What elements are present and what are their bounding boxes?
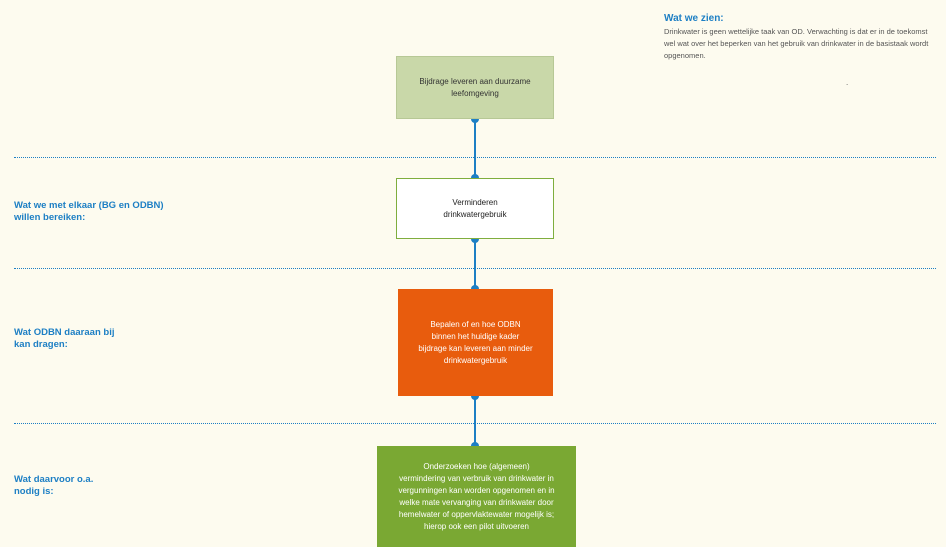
- note-body: Drinkwater is geen wettelijke taak van O…: [664, 27, 929, 60]
- box-reduce-drinking-water: Verminderen drinkwatergebruik: [396, 178, 554, 239]
- box-text: Onderzoeken hoe (algemeen) vermindering …: [398, 461, 555, 531]
- observation-note: Wat we zien: Drinkwater is geen wettelij…: [664, 12, 940, 62]
- box-text: Bijdrage leveren aan duurzame leefomgevi…: [419, 76, 531, 98]
- box-sustainable-environment: Bijdrage leveren aan duurzame leefomgevi…: [396, 56, 554, 119]
- box-text: Bepalen of en hoe ODBN binnen het huidig…: [418, 319, 533, 365]
- row-label-requirement: Wat daarvoor o.a. nodig is:: [14, 474, 94, 497]
- box-odbn-contribution: Bepalen of en hoe ODBN binnen het huidig…: [398, 289, 553, 396]
- box-text: Verminderen drinkwatergebruik: [443, 197, 507, 219]
- note-title: Wat we zien:: [664, 13, 724, 24]
- note-trailing-mark: .: [846, 78, 849, 87]
- row-label-contribution: Wat ODBN daaraan bij kan dragen:: [14, 327, 115, 350]
- box-investigate: Onderzoeken hoe (algemeen) vermindering …: [377, 446, 576, 547]
- row-label-goal: Wat we met elkaar (BG en ODBN) willen be…: [14, 200, 164, 223]
